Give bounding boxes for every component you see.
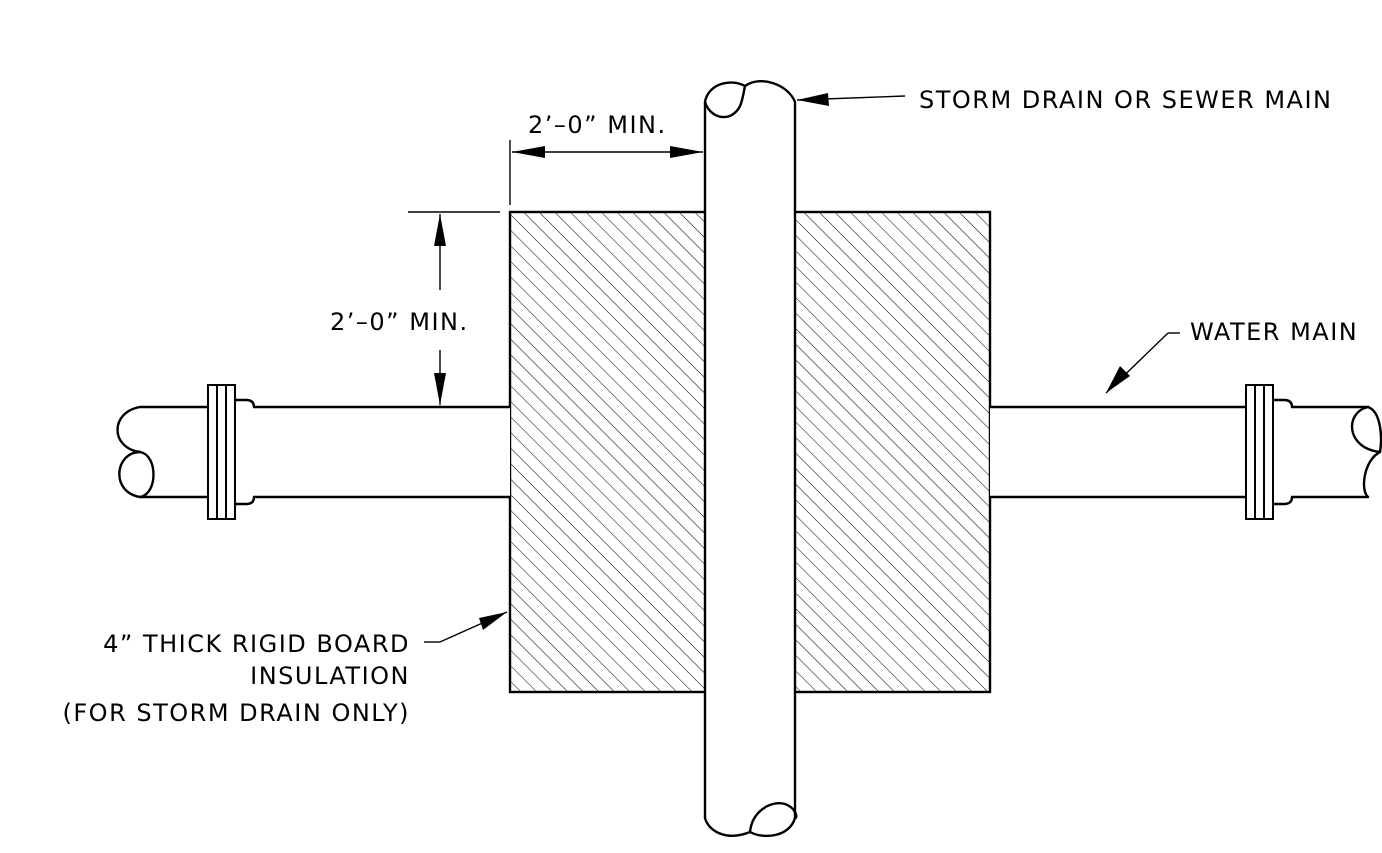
water-main-right [988,384,1382,520]
water-main-label: WATER MAIN [1190,318,1358,346]
storm-drain-label: STORM DRAIN OR SEWER MAIN [919,86,1333,114]
insulation-label-line3: (FOR STORM DRAIN ONLY) [63,699,410,727]
coupling-left [207,384,256,520]
insulation-label-line1: 4” THICK RIGID BOARD [103,630,410,658]
leader-storm-drain [796,93,906,106]
storm-drain-pipe [703,80,798,838]
leader-water-main [1105,332,1180,394]
dimension-vertical [408,211,500,405]
horizontal-clearance-label: 2’–0” MIN. [528,111,667,139]
insulation-label-line2: INSULATION [250,662,410,690]
leader-insulation [424,611,508,643]
coupling-right [1245,384,1294,520]
dimension-horizontal [509,140,703,205]
vertical-clearance-label: 2’–0” MIN. [330,308,469,336]
water-main-left [116,384,512,520]
